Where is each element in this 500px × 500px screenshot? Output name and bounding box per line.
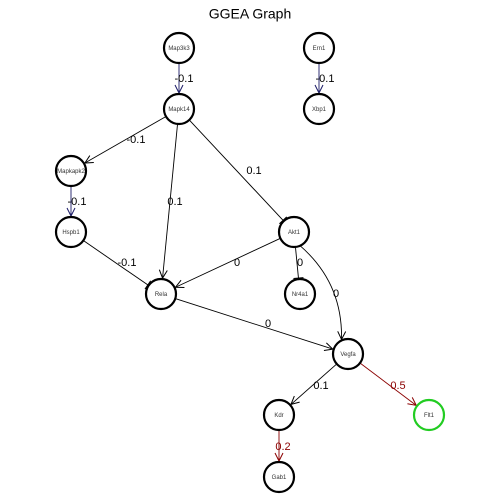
edge-akt1-rela: 0 [174,237,281,288]
node-label: Xbp1 [312,107,327,113]
node-xbp1[interactable]: Xbp1 [302,92,336,126]
node-label: Map3k3 [168,46,190,52]
edge-line [84,116,167,164]
edge-label: 0.1 [246,165,261,177]
edge-kdr-gab1: 0.2 [274,430,291,463]
edge-label: 0.1 [167,196,182,208]
node-circle [54,215,88,249]
edge-line [299,245,342,340]
node-circle [144,277,178,311]
node-akt1[interactable]: Akt1 [277,215,311,249]
node-kdr[interactable]: Kdr [262,398,296,432]
node-circle [283,277,317,311]
node-hspb1[interactable]: Hspb1 [54,215,88,249]
edge-hspb1-rela: -0.1 [83,240,152,290]
edge-label: -0.1 [68,196,87,208]
node-circle [277,215,311,249]
edge-line [83,240,149,286]
edge-vegfa-kdr: 0.1 [290,363,338,406]
edge-line [294,246,299,279]
edge-label: 0.5 [390,380,405,392]
node-nr4a1[interactable]: Nr4a1 [283,277,317,311]
edge-line [359,362,417,406]
node-label: Vegfa [340,352,356,358]
node-map3k3[interactable]: Map3k3 [162,31,196,65]
edge-label: -0.1 [127,134,146,146]
node-label: Rela [155,292,168,298]
edge-line [175,237,281,288]
node-circle [331,337,365,371]
node-flt1[interactable]: Flt1 [412,398,446,432]
node-gab1[interactable]: Gab1 [262,460,296,494]
edge-line [290,363,338,405]
edge-line [175,298,333,350]
node-circle [54,154,88,188]
edge-ern1-xbp1: -0.1 [314,63,335,95]
edge-label: -0.1 [316,73,335,85]
node-label: Flt1 [424,413,435,419]
edges-layer: -0.1 -0.1 -0.1 0.1 0.1 -0.1 -0.1 0 0 0 0 0.1 0.5 0.2 [66,63,418,463]
node-circle [262,398,296,432]
node-circle [162,92,196,126]
edge-label: -0.1 [118,257,137,269]
node-circle [162,31,196,65]
node-mapkapk2[interactable]: Mapkapk2 [54,154,88,188]
node-label: Nr4a1 [292,292,309,298]
edge-mapk14-mapkapk2: -0.1 [83,116,167,164]
edge-label: 0 [265,318,271,330]
edge-label: 0.2 [275,441,290,453]
edge-mapkapk2-hspb1: -0.1 [66,186,87,218]
node-label: Akt1 [288,230,301,236]
node-label: Kdr [274,413,283,419]
node-rela[interactable]: Rela [144,277,178,311]
node-label: Hspb1 [62,230,80,236]
edge-line [188,119,284,221]
edge-line [162,123,178,279]
node-circle [302,31,336,65]
edge-label: 0.1 [313,380,328,392]
node-circle [262,460,296,494]
node-vegfa[interactable]: Vegfa [331,337,365,371]
arrowhead [83,155,94,164]
graph-title: GGEA Graph [209,6,291,22]
node-circle [412,398,446,432]
edge-mapk14-rela: 0.1 [158,123,183,280]
edge-label: 0 [297,257,303,269]
node-label: Ern1 [313,46,326,52]
node-label: Mapk14 [168,107,190,113]
edge-label: -0.1 [175,73,194,85]
edge-akt1-nr4a1: 0 [293,246,304,280]
node-mapk14[interactable]: Mapk14 [162,92,196,126]
node-label: Gab1 [272,475,287,481]
node-label: Mapkapk2 [57,169,85,175]
edge-label: 0 [333,288,339,300]
edge-map3k3-mapk14: -0.1 [175,63,194,95]
edge-vegfa-flt1: 0.5 [359,362,418,407]
edge-label: 0 [234,257,240,269]
node-ern1[interactable]: Ern1 [302,31,336,65]
edge-mapk14-akt1: 0.1 [188,119,288,225]
node-circle [302,92,336,126]
